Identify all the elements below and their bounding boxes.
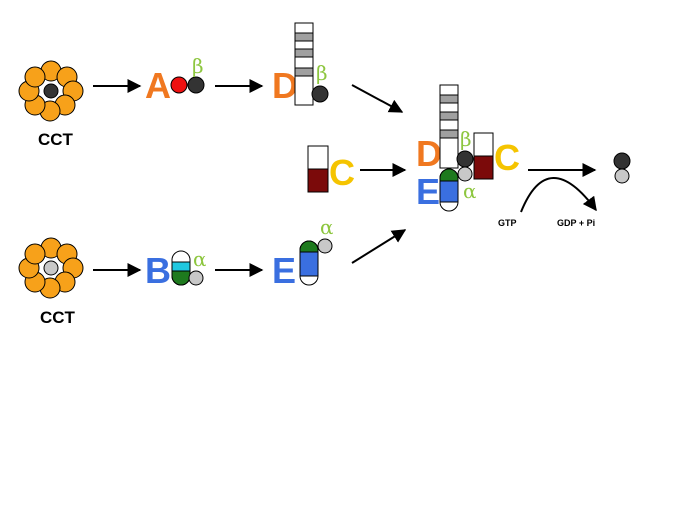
alpha-tubulin-b bbox=[188, 270, 204, 286]
released-beta-tubulin bbox=[613, 152, 631, 170]
label-a: A bbox=[145, 65, 171, 106]
beta-symbol-d: β bbox=[316, 61, 328, 85]
alpha-symbol-e: α bbox=[320, 215, 334, 239]
beta-tubulin-complex bbox=[456, 150, 474, 168]
protein-d-column-complex bbox=[439, 84, 459, 169]
beta-tubulin-d bbox=[311, 85, 329, 103]
label-e-complex: E bbox=[416, 171, 440, 212]
beta-tubulin-a bbox=[187, 76, 205, 94]
protein-e-capsule-complex bbox=[439, 168, 459, 212]
beta-symbol-a: β bbox=[192, 54, 204, 78]
protein-d-column-top bbox=[294, 22, 314, 106]
alpha-tubulin-e bbox=[317, 238, 333, 254]
arrow-d-to-complex bbox=[351, 84, 404, 113]
protein-e-capsule bbox=[299, 240, 319, 286]
released-alpha-tubulin bbox=[614, 168, 630, 184]
label-b: B bbox=[145, 250, 171, 291]
gdp-pi-label: GDP + Pi bbox=[557, 218, 595, 228]
protein-b-capsule bbox=[171, 250, 191, 286]
beta-tubulin-in-cct bbox=[43, 83, 59, 99]
alpha-symbol-b: α bbox=[193, 247, 207, 271]
arrow-e-to-complex bbox=[351, 229, 407, 264]
protein-c-middle bbox=[307, 145, 329, 193]
label-c-middle: C bbox=[329, 152, 355, 193]
beta-symbol-complex: β bbox=[460, 127, 472, 151]
cct-label-bottom: CCT bbox=[40, 308, 76, 327]
label-d-top: D bbox=[272, 65, 298, 106]
label-c-complex: C bbox=[494, 137, 520, 178]
label-e-middle: E bbox=[272, 250, 296, 291]
protein-c-complex bbox=[473, 132, 494, 180]
label-d-complex: D bbox=[416, 133, 442, 174]
alpha-symbol-complex: α bbox=[463, 179, 477, 203]
alpha-tubulin-in-cct bbox=[43, 260, 59, 276]
gtp-hydrolysis-curved-arrow bbox=[520, 177, 597, 213]
cct-ring-bottom bbox=[18, 237, 84, 299]
gtp-label: GTP bbox=[498, 218, 517, 228]
cct-label-top: CCT bbox=[38, 130, 74, 149]
cct-ring-top bbox=[18, 60, 84, 122]
alpha-tubulin-complex bbox=[457, 166, 473, 182]
protein-a-ball bbox=[170, 76, 188, 94]
